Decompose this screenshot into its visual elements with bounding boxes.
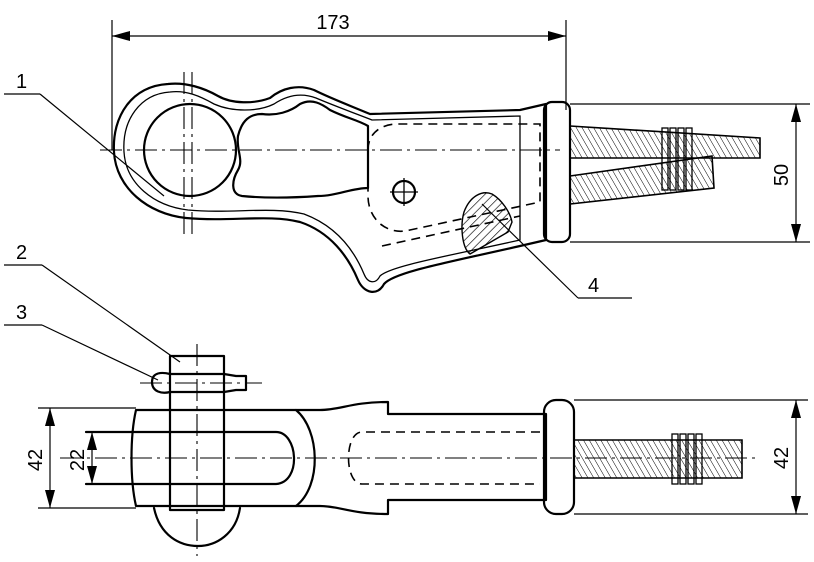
dimension-plan-width-left: 42	[25, 407, 136, 509]
dimension-plan-width-right: 42	[574, 399, 808, 515]
clamp-body-outline	[112, 82, 548, 293]
plan-view: 42 22 42	[25, 344, 808, 556]
plan-wire-binding	[671, 433, 703, 485]
overall-length-label: 173	[316, 12, 349, 34]
dimension-plan-slot: 22	[67, 432, 97, 484]
callout-3-label: 3	[16, 302, 27, 324]
dimension-overall-length: 173	[111, 12, 567, 150]
side-view: 173	[100, 12, 810, 293]
pin-head	[152, 506, 242, 548]
callout-3: 3	[4, 302, 159, 381]
side-height-label: 50	[771, 164, 793, 186]
callout-4: 4	[481, 203, 632, 299]
plan-width-left-label: 42	[25, 449, 47, 471]
callout-1-label: 1	[16, 71, 27, 93]
end-sleeve	[542, 100, 572, 244]
plan-body-outline	[130, 400, 548, 516]
plan-end-sleeve	[542, 398, 576, 516]
callout-2-label: 2	[16, 242, 27, 264]
cable-strand-upper	[569, 125, 761, 159]
wire-cutaway-section	[461, 192, 513, 255]
wire-binding	[661, 127, 693, 191]
callout-4-label: 4	[588, 275, 599, 297]
callout-2: 2	[4, 242, 181, 363]
wedge-hidden-lower	[381, 215, 521, 247]
plan-slot-label: 22	[67, 449, 89, 471]
plan-slot	[84, 430, 296, 486]
dimension-side-height: 50	[570, 103, 810, 243]
clamp-body-inner-outline	[123, 90, 521, 283]
wedge-hidden-outline	[367, 123, 541, 233]
plan-wedge-hidden	[347, 431, 540, 485]
plan-width-right-label: 42	[771, 447, 793, 469]
callout-1: 1	[4, 71, 165, 197]
plan-cable	[573, 439, 743, 479]
